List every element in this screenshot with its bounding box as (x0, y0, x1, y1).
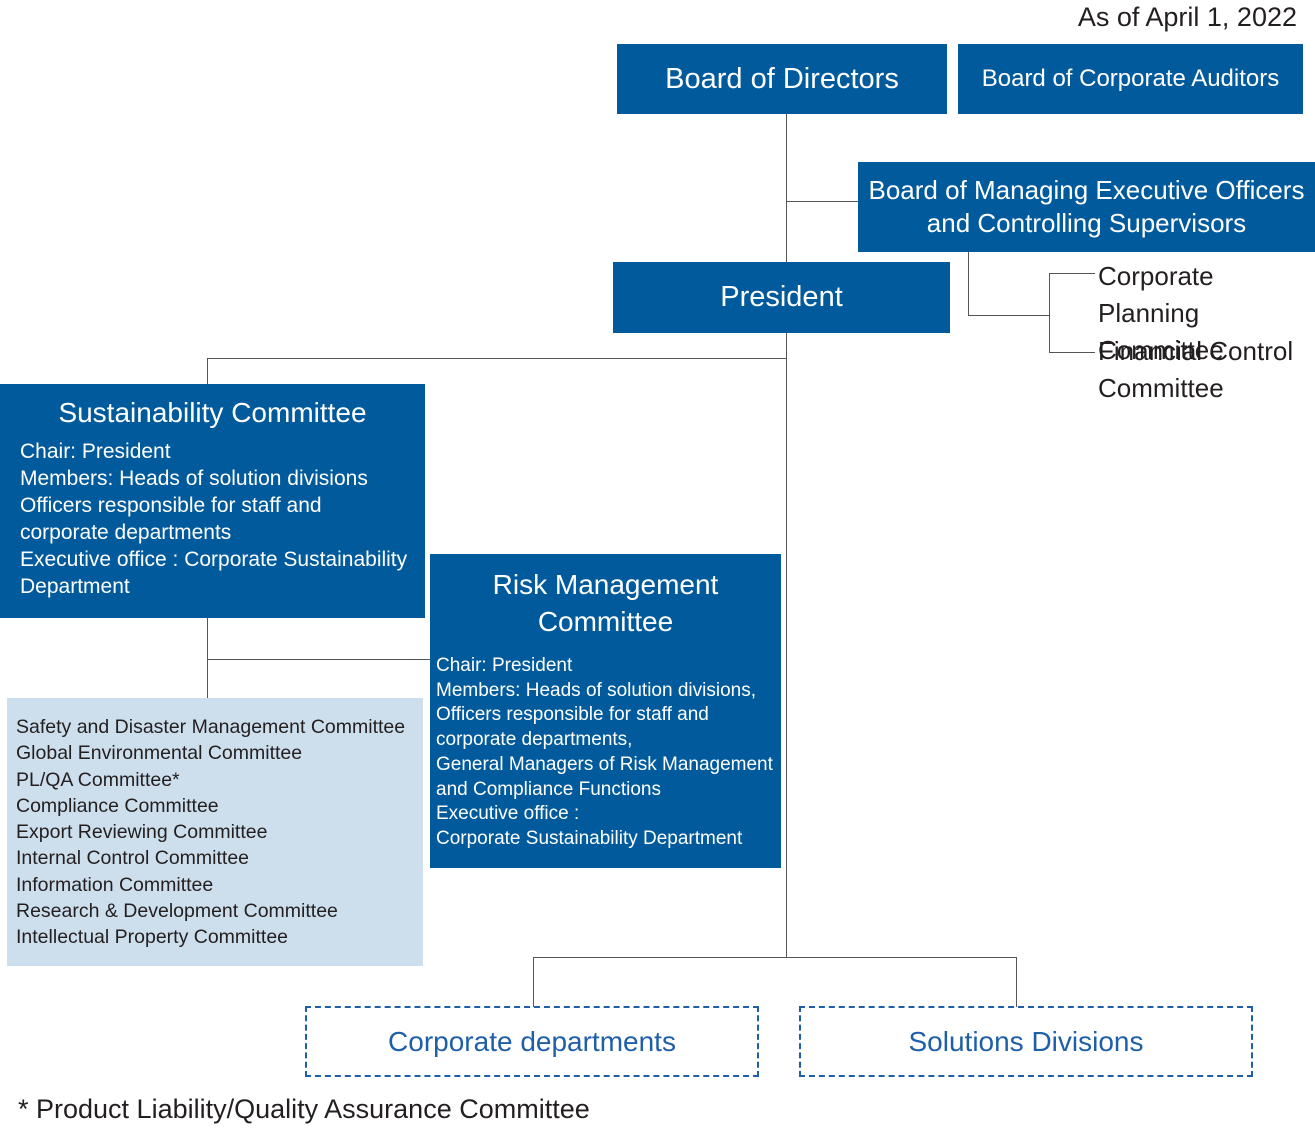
connector-main-trunk (786, 113, 787, 957)
sustainability-details: Chair: President Members: Heads of solut… (20, 440, 408, 598)
connector-sub-committees (1049, 273, 1050, 353)
connector-managing-right (968, 315, 1050, 316)
connector-financial-control (1049, 352, 1095, 353)
board-of-directors-box: Board of Directors (617, 44, 947, 114)
connector-corp-dept (533, 957, 534, 1007)
committees-list-box: Safety and Disaster Management Committee… (7, 698, 423, 966)
sustainability-title: Sustainability Committee (58, 397, 367, 428)
date-note: As of April 1, 2022 (1077, 2, 1297, 32)
connector-sustainability (207, 358, 787, 359)
risk-details: Chair: President Members: Heads of solut… (436, 655, 773, 849)
connector-corp-planning (1049, 273, 1095, 274)
board-of-auditors-box: Board of Corporate Auditors (958, 44, 1303, 114)
connector-solutions (1016, 957, 1017, 1007)
corporate-departments-box: Corporate departments (305, 1006, 759, 1077)
connector-sustainability-down (207, 618, 208, 698)
connector-sustainability-drop (207, 358, 208, 384)
solutions-divisions-box: Solutions Divisions (799, 1006, 1253, 1077)
connector-risk (207, 659, 430, 660)
risk-management-box: Risk Management Committee Chair: Preside… (430, 554, 781, 868)
connector-managing-down (968, 251, 969, 316)
corporate-planning-label: Corporate Planning Committee (1098, 261, 1224, 365)
managing-officers-box: Board of Managing Executive Officers and… (858, 162, 1315, 252)
president-box: President (613, 262, 950, 333)
connector-bottom-branch (533, 957, 1017, 958)
connector-managing-officers (786, 201, 859, 202)
sustainability-committee-box: Sustainability Committee Chair: Presiden… (0, 384, 425, 618)
footnote: * Product Liability/Quality Assurance Co… (18, 1094, 590, 1124)
financial-control-label: Financial Control Committee (1098, 336, 1294, 403)
risk-title: Risk Management Committee (492, 569, 719, 637)
